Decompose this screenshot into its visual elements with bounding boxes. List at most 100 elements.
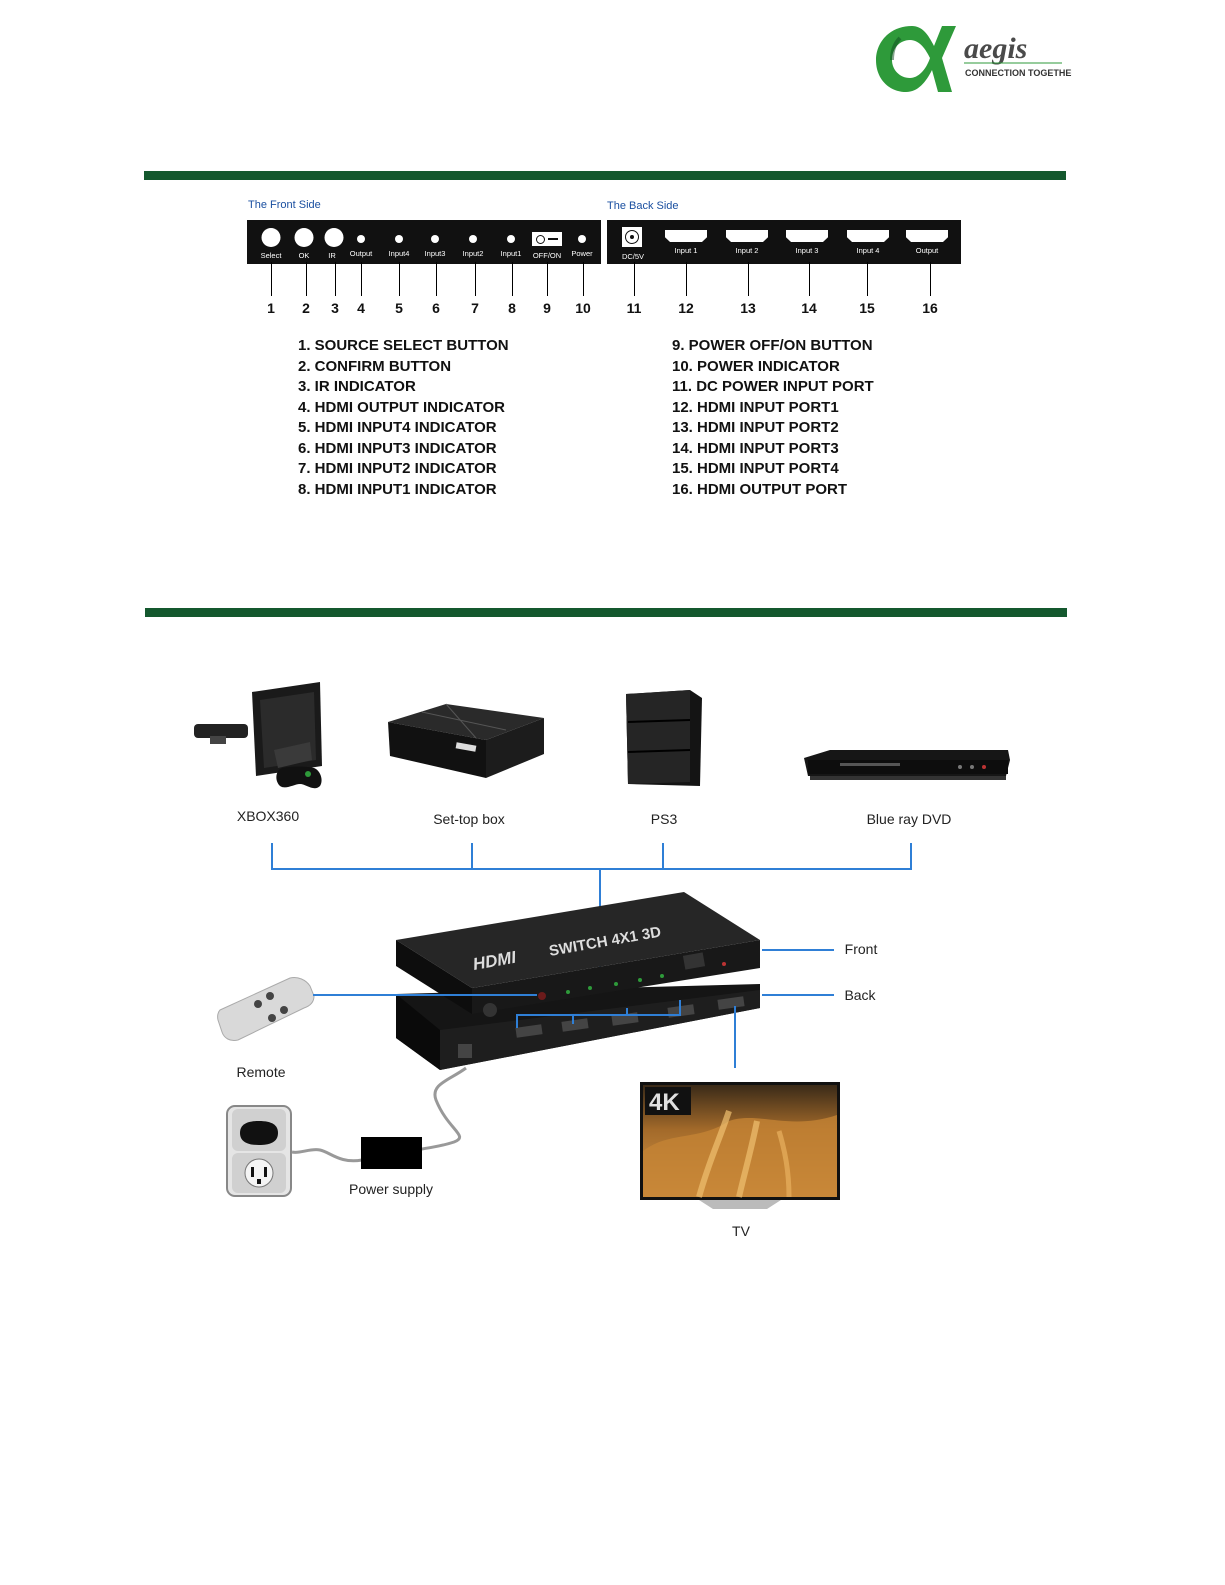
callout-line [436,262,437,296]
connector-port1 [516,1014,518,1028]
callout-number: 12 [678,300,694,316]
callout-line [809,262,810,296]
connector-port4 [679,1000,681,1016]
remote-image [217,977,315,1041]
callout-line [271,262,272,296]
callout-line [335,262,336,296]
input1-led [507,235,515,243]
callout-line [930,262,931,296]
legend-item: 5. HDMI INPUT4 INDICATOR [298,419,497,436]
legend-item: 2. CONFIRM BUTTON [298,357,452,375]
callout-line [399,262,400,296]
front-label-input3: Input3 [424,249,446,258]
callout-line [306,262,307,296]
hdmi-port-input3-graphic [786,230,828,242]
front-label-offon: OFF/ON [532,251,562,260]
legend-item: 8. HDMI INPUT1 INDICATOR [298,480,497,498]
legend-item: 3. IR INDICATOR [298,378,416,395]
callout-line [361,262,362,296]
connector-xbox-drop [271,843,273,870]
source-label-blu-ray-dvd: Blue ray DVD [866,811,952,827]
callout-line [748,262,749,296]
front-label-power: Power [571,249,593,258]
hdmi-port-output-graphic [906,230,948,242]
hdmi-switch-image: HDMI SWITCH 4X1 3D [396,892,760,1070]
connector-port2 [572,1014,574,1024]
ok-button-graphic [294,228,314,247]
power-supply-label: Power supply [348,1181,434,1197]
brand-name: aegis [964,32,1027,65]
front-label-input4: Input4 [388,249,410,258]
back-callout-label: Back [844,987,876,1003]
legend-right: 9. POWER OFF/ON BUTTON 10. POWER INDICAT… [672,336,874,500]
front-label-ok: OK [298,251,310,260]
ir-indicator-graphic [324,228,344,247]
blu-ray-dvd-image [804,750,1010,780]
front-label-select: Select [260,251,282,260]
source-label-set-top-box: Set-top box [433,811,505,827]
legend-item: 14. HDMI INPUT PORT3 [672,439,839,457]
back-panel: DC/5V Input 1 Input 2 Input 3 Input 4 Ou… [607,220,961,264]
connector-remote [313,994,537,996]
ps3-image [626,690,702,786]
front-panel: Select OK IR Output Input4 Input3 Input2… [247,220,601,264]
legend-item: 13. HDMI INPUT PORT2 [672,419,839,436]
divider-bar-middle [145,608,1067,617]
hdmi-port-input4-graphic [847,230,889,242]
callout-number: 6 [432,300,440,316]
connector-tv [734,1006,736,1068]
input4-led [395,235,403,243]
connector-settop-drop [471,843,473,870]
connector-input-bus [516,1014,680,1016]
callout-number: 10 [575,300,591,316]
tv-label: TV [732,1223,750,1239]
set-top-box-image [388,703,544,778]
front-callout-label: Front [844,941,878,957]
callout-line [634,262,635,296]
callout-number: 2 [302,300,310,316]
source-label-ps3: PS3 [650,811,678,827]
callout-line [547,262,548,296]
power-outlet-image [226,1105,292,1197]
front-label-output: Output [349,249,373,258]
callout-number: 4 [357,300,365,316]
tv-image: 4K [640,1082,840,1209]
back-label-dc: DC/5V [621,252,645,261]
legend-item: 6. HDMI INPUT3 INDICATOR [298,439,497,457]
connector-source-bus [271,868,912,870]
back-label-output: Output [915,246,939,255]
callout-number: 8 [508,300,516,316]
legend-item: 7. HDMI INPUT2 INDICATOR [298,460,497,477]
front-label-input2: Input2 [462,249,484,258]
legend-item: 15. HDMI INPUT PORT4 [672,460,839,477]
callout-number: 11 [626,300,642,316]
input3-led [431,235,439,243]
legend-item: 16. HDMI OUTPUT PORT [672,480,848,498]
dc-port-graphic [622,227,642,247]
callout-number: 9 [543,300,551,316]
tv-4k-badge: 4K [649,1089,680,1116]
connector-dvd-drop [910,843,912,870]
callout-number: 3 [331,300,339,316]
legend-item: 12. HDMI INPUT PORT1 [672,398,839,416]
hdmi-port-input1-graphic [665,230,707,242]
callout-number: 1 [267,300,275,316]
connector-back [762,994,834,996]
select-button-graphic [261,228,281,247]
legend-item: 1. SOURCE SELECT BUTTON [298,337,509,354]
legend-item: 4. HDMI OUTPUT INDICATOR [298,398,505,416]
hdmi-port-input2-graphic [726,230,768,242]
remote-label: Remote [236,1064,286,1080]
divider-bar-top [144,171,1066,180]
front-label-input1: Input1 [500,249,522,258]
connector-front [762,949,834,951]
callout-line [583,262,584,296]
front-side-title: The Front Side [248,199,321,211]
output-led [357,235,365,243]
xbox360-image [194,682,322,789]
callout-line [867,262,868,296]
callout-line [686,262,687,296]
callout-number: 5 [395,300,403,316]
callout-number: 15 [859,300,875,316]
connector-ps3-drop [662,843,664,870]
